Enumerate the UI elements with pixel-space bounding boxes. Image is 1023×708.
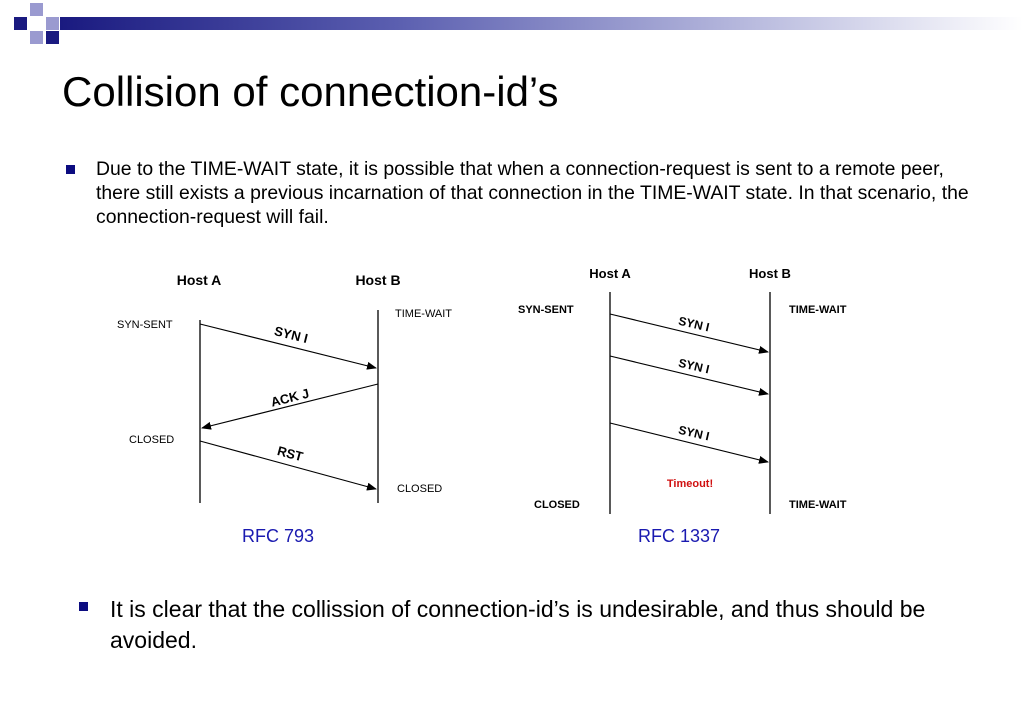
- right-state-time-wait-2: TIME-WAIT: [789, 499, 847, 511]
- header-square-dark-1: [14, 17, 27, 30]
- left-host-b-label: Host B: [355, 272, 400, 288]
- bullet-text-1: Due to the TIME-WAIT state, it is possib…: [96, 158, 969, 228]
- diagram-rfc1337: Host A Host B SYN-SENT TIME-WAIT CLOSED …: [518, 266, 847, 514]
- caption-rfc793: RFC 793: [242, 526, 315, 546]
- right-msg-syn-3: SYN I: [677, 423, 711, 444]
- header-square-light-1: [30, 3, 43, 16]
- header-square-light-3: [30, 31, 43, 44]
- right-state-closed: CLOSED: [534, 499, 580, 511]
- right-arrow-syn-2: [609, 355, 769, 396]
- bullet-square-icon: [66, 165, 75, 174]
- right-host-b-label: Host B: [749, 266, 791, 281]
- left-arrow-rst: [199, 440, 377, 491]
- left-msg-syn: SYN I: [273, 323, 310, 346]
- left-msg-rst: RST: [276, 443, 305, 464]
- header-square-light-2: [46, 17, 59, 30]
- left-state-closed-a: CLOSED: [129, 434, 174, 446]
- right-state-time-wait-1: TIME-WAIT: [789, 304, 847, 316]
- left-host-a-label: Host A: [177, 272, 222, 288]
- right-state-syn-sent: SYN-SENT: [518, 304, 574, 316]
- left-arrow-ack: [201, 383, 379, 430]
- left-state-time-wait: TIME-WAIT: [395, 308, 452, 320]
- right-msg-syn-1: SYN I: [677, 314, 711, 335]
- right-msg-syn-2: SYN I: [677, 356, 711, 377]
- caption-rfc1337: RFC 1337: [638, 526, 721, 546]
- left-arrow-syn: [199, 323, 377, 370]
- bullet-text-2: It is clear that the collission of conne…: [110, 596, 926, 653]
- left-state-closed-b: CLOSED: [397, 483, 442, 495]
- header-gradient-bar: [60, 17, 1023, 30]
- left-state-syn-sent: SYN-SENT: [117, 319, 173, 331]
- slide-title: Collision of connection-id’s: [62, 68, 559, 115]
- header-square-dark-2: [46, 31, 59, 44]
- right-arrow-syn-1: [609, 313, 769, 354]
- diagram-rfc793: Host A Host B SYN-SENT TIME-WAIT CLOSED …: [117, 272, 452, 503]
- right-arrow-syn-3: [609, 422, 769, 464]
- header-decoration: [0, 0, 1023, 46]
- sequence-diagrams: Host A Host B SYN-SENT TIME-WAIT CLOSED …: [117, 266, 847, 514]
- right-host-a-label: Host A: [589, 266, 631, 281]
- right-timeout-label: Timeout!: [667, 478, 713, 490]
- bullet-square-icon: [79, 602, 88, 611]
